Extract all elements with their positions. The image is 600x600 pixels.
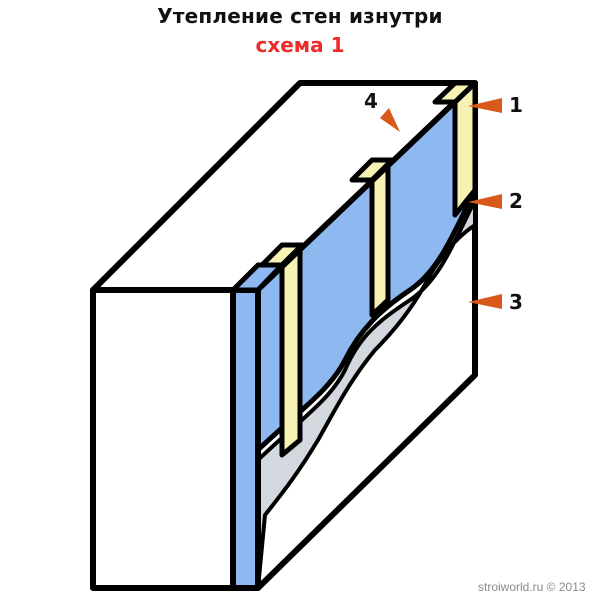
diagram-subtitle: схема 1 <box>255 33 345 57</box>
callout-label-2: 2 <box>509 189 523 213</box>
insulation-board-top <box>230 262 285 293</box>
frame-stud <box>279 245 303 458</box>
diagram-title: Утепление стен изнутри <box>157 4 443 28</box>
insulation-region <box>255 80 478 453</box>
pointer-4-arrow <box>380 108 400 132</box>
plaster-layer <box>256 198 477 590</box>
callout-label-1: 1 <box>509 93 523 117</box>
insulation-board-front <box>230 287 261 591</box>
pointer-3-arrow <box>468 294 502 309</box>
frame-stud <box>452 80 478 218</box>
pointer-2-arrow <box>468 194 502 209</box>
copyright-credit: stroiworld.ru © 2013 <box>478 580 586 594</box>
pointer-group <box>380 98 502 309</box>
pointer-1-arrow <box>468 98 502 113</box>
callout-label-4: 4 <box>364 89 378 113</box>
insulation-top-edge <box>255 80 478 293</box>
frame-stud <box>369 162 391 318</box>
callout-label-3: 3 <box>509 290 523 314</box>
wall-front-face <box>90 287 236 591</box>
